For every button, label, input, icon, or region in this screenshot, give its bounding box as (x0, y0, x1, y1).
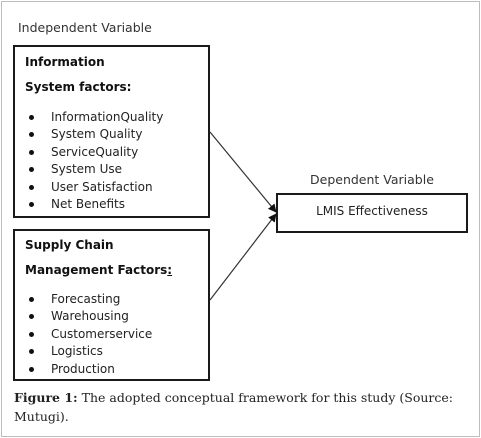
arrow-info-to-lmis (209, 131, 277, 213)
lmis-effectiveness-label: LMIS Effectiveness (316, 204, 428, 218)
supply-box-title-text: Management Factors (25, 263, 168, 277)
info-factor-item: ServiceQuality (27, 144, 163, 161)
supply-factor-item: Logistics (27, 343, 152, 360)
independent-variable-header: Independent Variable (18, 20, 152, 35)
information-system-factors-box: Information System factors: InformationQ… (13, 45, 210, 218)
supply-box-title-line2: Management Factors: (25, 263, 172, 277)
lmis-effectiveness-box: LMIS Effectiveness (276, 193, 468, 233)
info-factor-item: InformationQuality (27, 109, 163, 126)
supply-chain-factors-box: Supply Chain Management Factors: Forecas… (13, 229, 210, 381)
caption-label: Figure 1: (14, 390, 78, 405)
info-factor-item: Net Benefits (27, 196, 163, 213)
supply-box-title-suffix: : (167, 263, 173, 277)
info-factor-item: User Satisfaction (27, 179, 163, 196)
caption-text: The adopted conceptual framework for thi… (14, 390, 453, 424)
supply-factor-item: Customerservice (27, 326, 152, 343)
supply-factor-item: Forecasting (27, 291, 152, 308)
info-box-title-line2: System factors: (25, 80, 132, 94)
supply-box-title-line1: Supply Chain (25, 238, 114, 252)
supply-factor-item: Warehousing (27, 308, 152, 325)
arrow-supply-to-lmis (209, 213, 277, 301)
dependent-variable-header: Dependent Variable (310, 172, 434, 187)
figure-caption: Figure 1: The adopted conceptual framewo… (14, 388, 469, 426)
info-factor-item: System Use (27, 161, 163, 178)
info-factor-item: System Quality (27, 126, 163, 143)
supply-factor-item: Production (27, 361, 152, 378)
info-box-title-line1: Information (25, 55, 105, 69)
